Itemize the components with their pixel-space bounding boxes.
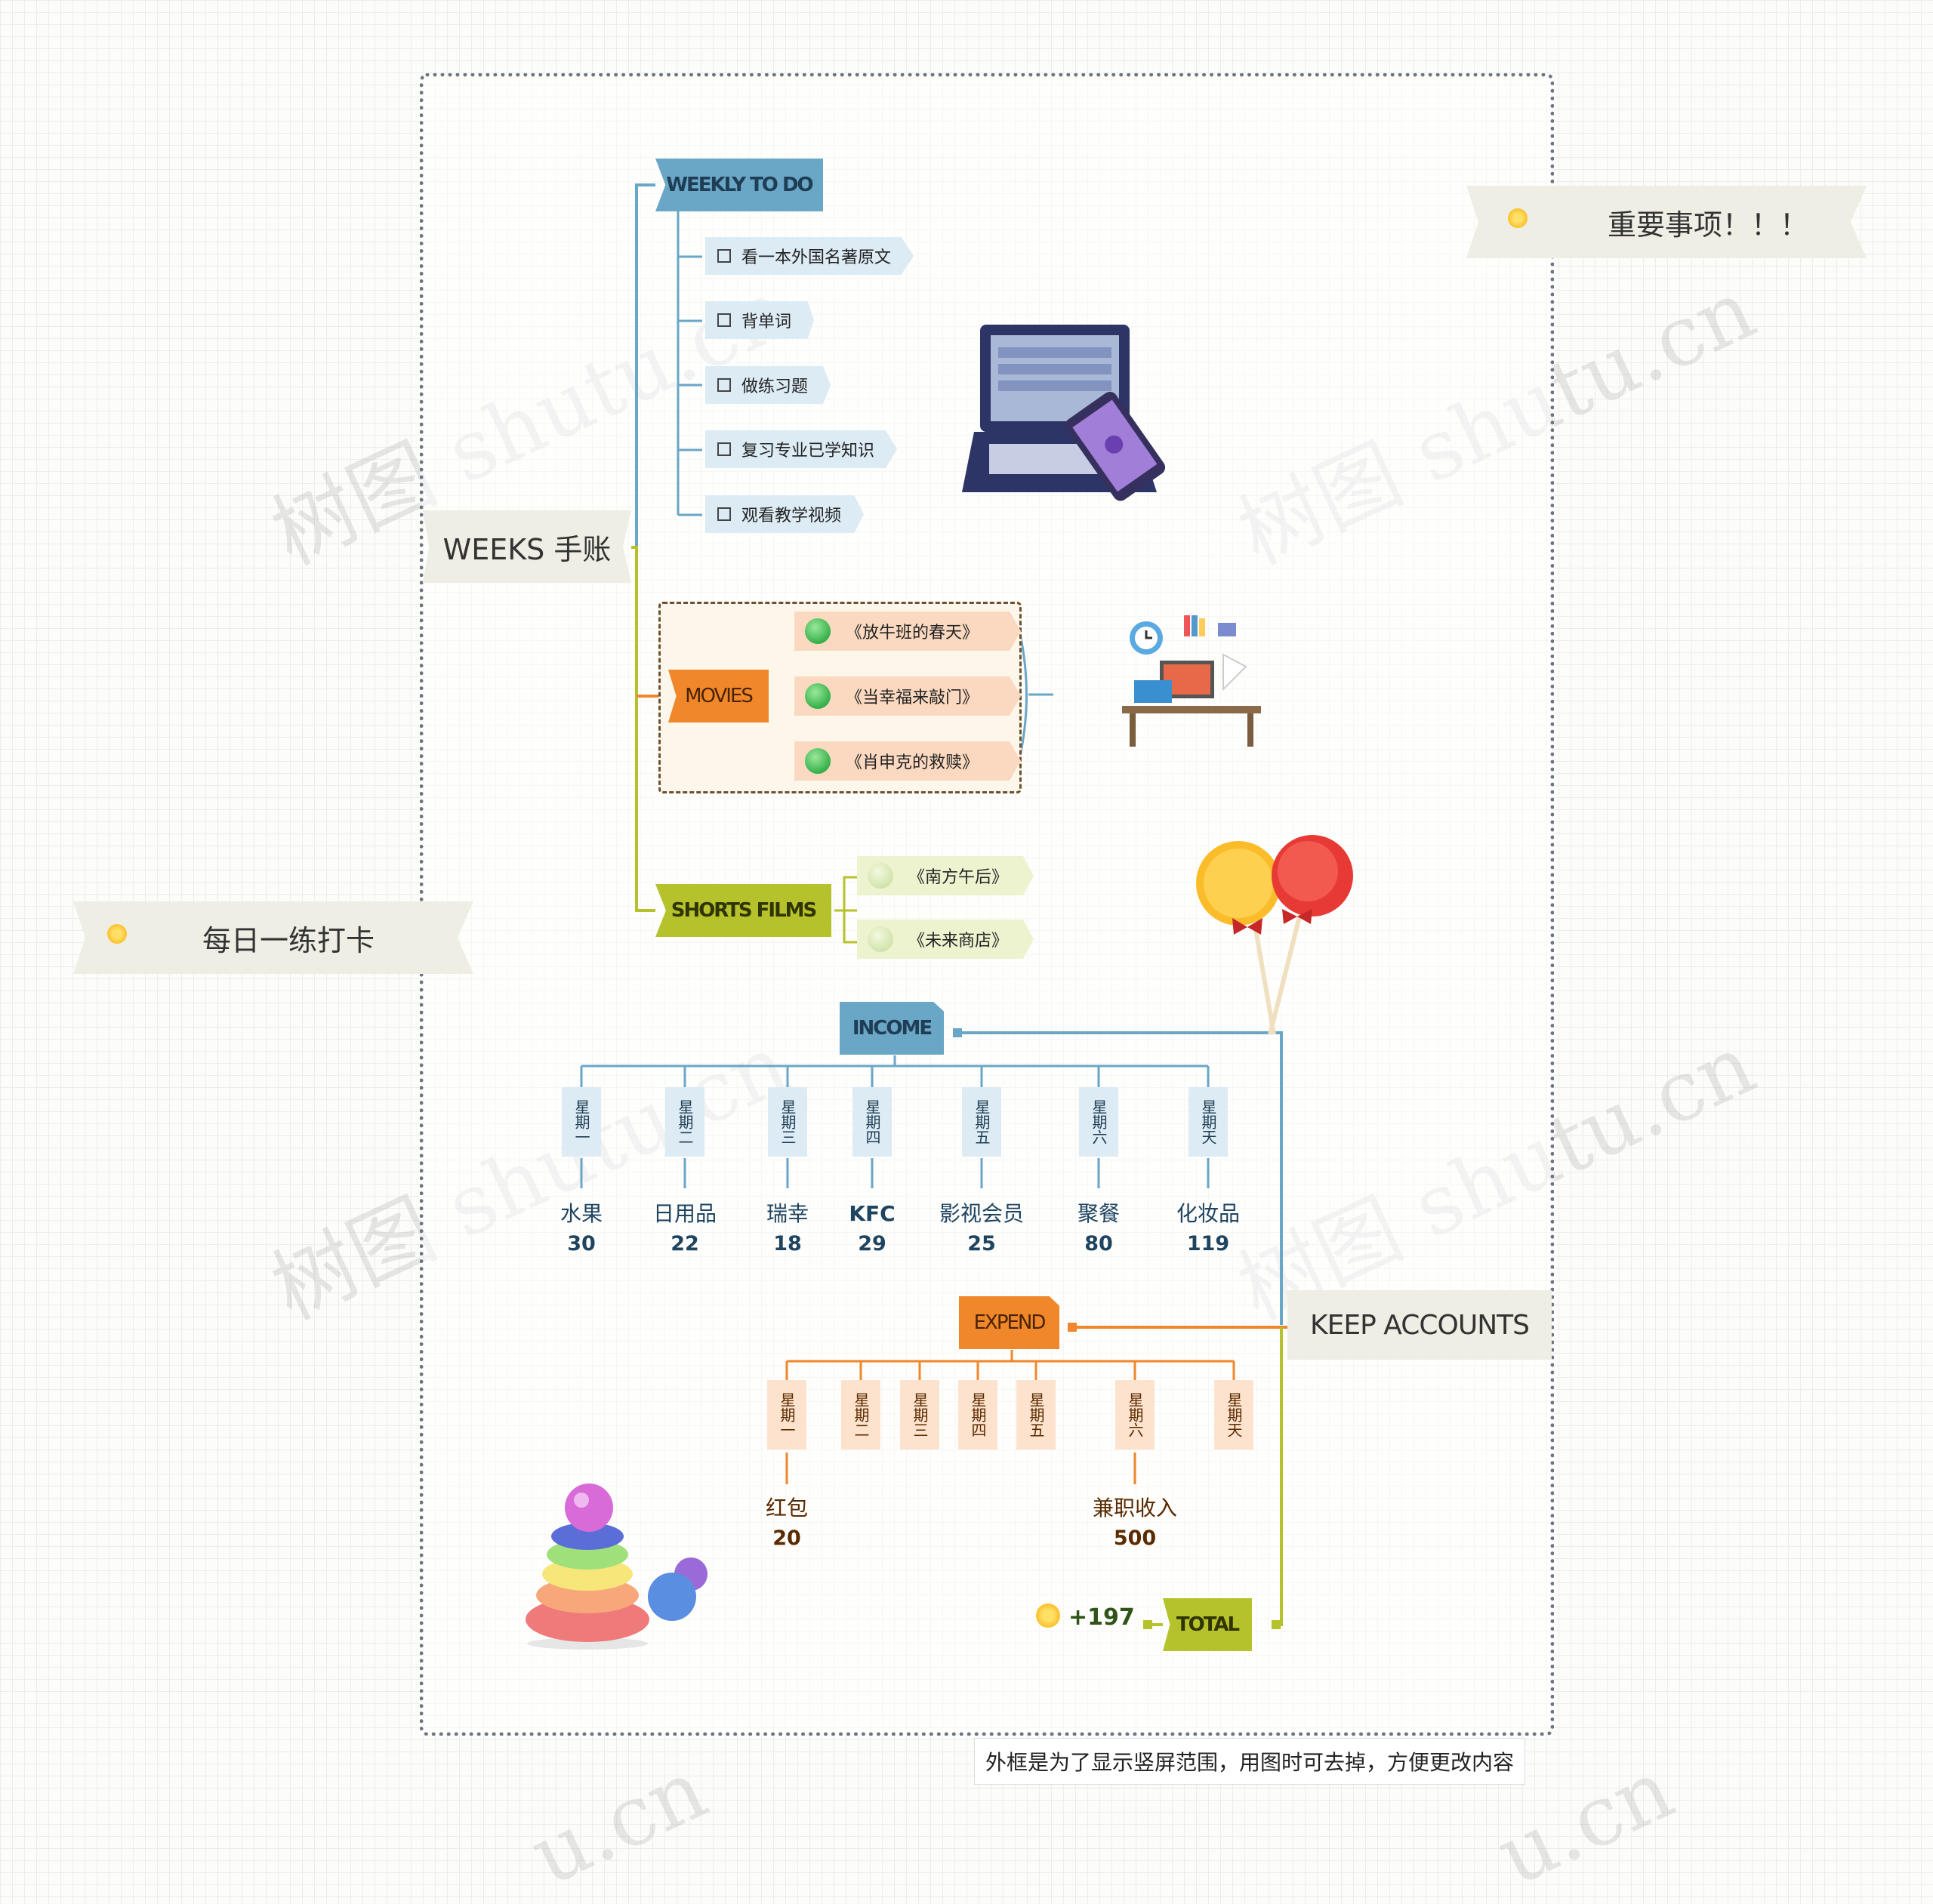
- checkbox-icon[interactable]: [717, 378, 731, 392]
- expend-amount: 20: [772, 1527, 801, 1550]
- play-ball-icon: [805, 683, 831, 709]
- income-item: 瑞幸: [766, 1201, 809, 1226]
- income-entry[interactable]: 化妆品 119: [1155, 1199, 1261, 1259]
- short-film-item[interactable]: 《南方午后》: [857, 856, 1034, 895]
- play-ball-icon: [805, 748, 831, 774]
- expend-entry[interactable]: 兼职收入 500: [1082, 1493, 1188, 1554]
- todo-label: 复习专业已学知识: [741, 442, 875, 461]
- side-note-daily-practice[interactable]: 每日一练打卡: [73, 901, 473, 974]
- expend-day[interactable]: 星期四: [958, 1380, 997, 1450]
- income-item: 水果: [560, 1201, 603, 1226]
- income-day[interactable]: 星期一: [562, 1087, 601, 1157]
- income-amount: 18: [773, 1232, 802, 1255]
- income-day[interactable]: 星期五: [962, 1087, 1001, 1157]
- income-item: KFC: [849, 1201, 896, 1226]
- income-day[interactable]: 星期三: [768, 1087, 807, 1157]
- movie-item[interactable]: 《当幸福来敲门》: [794, 676, 1021, 716]
- todo-item[interactable]: 看一本外国名著原文: [705, 237, 914, 275]
- income-amount: 80: [1084, 1232, 1113, 1255]
- income-entry[interactable]: 瑞幸 18: [735, 1199, 840, 1259]
- income-amount: 22: [671, 1232, 699, 1255]
- expend-entry[interactable]: 红包 20: [734, 1493, 840, 1554]
- income-node[interactable]: INCOME: [840, 1002, 944, 1055]
- expend-day[interactable]: 星期三: [900, 1380, 939, 1450]
- total-node[interactable]: TOTAL: [1163, 1598, 1252, 1651]
- side-note-label: 每日一练打卡: [202, 923, 375, 957]
- income-entry[interactable]: 水果 30: [529, 1199, 634, 1259]
- todo-item[interactable]: 观看教学视频: [705, 495, 865, 533]
- todo-item[interactable]: 背单词: [705, 301, 815, 339]
- short-films-node[interactable]: SHORTS FILMS: [655, 884, 831, 937]
- expend-day[interactable]: 星期五: [1016, 1380, 1056, 1450]
- expend-day[interactable]: 星期天: [1214, 1380, 1253, 1450]
- expend-item: 红包: [765, 1496, 808, 1520]
- expend-item: 兼职收入: [1092, 1496, 1177, 1520]
- play-ball-icon: [868, 863, 893, 889]
- income-item: 化妆品: [1176, 1201, 1240, 1226]
- play-ball-icon: [868, 926, 893, 952]
- income-entry[interactable]: KFC 29: [819, 1199, 925, 1259]
- side-note-label: 重要事项！！！: [1607, 208, 1808, 242]
- side-note-important[interactable]: 重要事项！！！: [1466, 186, 1867, 258]
- income-item: 日用品: [652, 1201, 717, 1226]
- expend-node[interactable]: EXPEND: [959, 1296, 1059, 1349]
- income-item: 聚餐: [1077, 1201, 1120, 1226]
- income-day[interactable]: 星期四: [852, 1087, 892, 1157]
- todo-label: 观看教学视频: [741, 507, 842, 525]
- income-day[interactable]: 星期二: [665, 1087, 704, 1157]
- play-ball-icon: [805, 618, 831, 644]
- expend-day[interactable]: 星期六: [1115, 1380, 1155, 1450]
- todo-item[interactable]: 复习专业已学知识: [705, 430, 898, 468]
- checkbox-icon[interactable]: [717, 313, 731, 327]
- movie-item[interactable]: 《肖申克的救赎》: [794, 741, 1021, 781]
- expend-day[interactable]: 星期一: [767, 1380, 806, 1450]
- todo-label: 做练习题: [741, 377, 809, 396]
- short-film-title: 《未来商店》: [908, 932, 1009, 950]
- total-value: +197: [1068, 1604, 1135, 1631]
- short-film-item[interactable]: 《未来商店》: [857, 920, 1034, 959]
- movie-title: 《当幸福来敲门》: [846, 689, 979, 707]
- income-amount: 29: [858, 1232, 886, 1255]
- sun-icon: [1036, 1604, 1060, 1628]
- laptop-phone-icon: [962, 325, 1166, 501]
- income-amount: 25: [967, 1232, 996, 1255]
- income-day[interactable]: 星期天: [1188, 1087, 1228, 1157]
- movies-node[interactable]: MOVIES: [668, 670, 769, 722]
- income-day[interactable]: 星期六: [1079, 1087, 1118, 1157]
- root-node[interactable]: WEEKS 手账: [423, 510, 631, 583]
- income-item: 影视会员: [939, 1201, 1024, 1226]
- income-entry[interactable]: 影视会员 25: [929, 1199, 1034, 1259]
- income-amount: 119: [1186, 1232, 1230, 1255]
- keep-accounts-node[interactable]: KEEP ACCOUNTS: [1287, 1290, 1552, 1360]
- footer-note: 外框是为了显示竖屏范围，用图时可去掉，方便更改内容: [974, 1738, 1526, 1785]
- desk-workspace-icon: [1122, 615, 1261, 747]
- checkbox-icon[interactable]: [717, 507, 731, 521]
- stacking-rings-toy-icon: [526, 1483, 708, 1650]
- movie-title: 《放牛班的春天》: [846, 624, 979, 642]
- sun-icon: [107, 924, 127, 944]
- expend-amount: 500: [1113, 1527, 1157, 1550]
- lollipops-icon: [1196, 835, 1353, 1035]
- movie-item[interactable]: 《放牛班的春天》: [794, 612, 1021, 651]
- todo-label: 背单词: [741, 313, 792, 331]
- checkbox-icon[interactable]: [717, 249, 731, 263]
- income-amount: 30: [567, 1232, 596, 1255]
- short-film-title: 《南方午后》: [908, 868, 1009, 887]
- todo-item[interactable]: 做练习题: [705, 366, 831, 404]
- sun-icon: [1508, 208, 1528, 228]
- expend-day[interactable]: 星期二: [841, 1380, 880, 1450]
- income-entry[interactable]: 日用品 22: [632, 1199, 738, 1259]
- todo-label: 看一本外国名著原文: [741, 248, 892, 267]
- income-entry[interactable]: 聚餐 80: [1046, 1199, 1151, 1259]
- checkbox-icon[interactable]: [717, 442, 731, 456]
- movie-title: 《肖申克的救赎》: [846, 753, 979, 772]
- weekly-todo-node[interactable]: WEEKLY TO DO: [655, 159, 823, 211]
